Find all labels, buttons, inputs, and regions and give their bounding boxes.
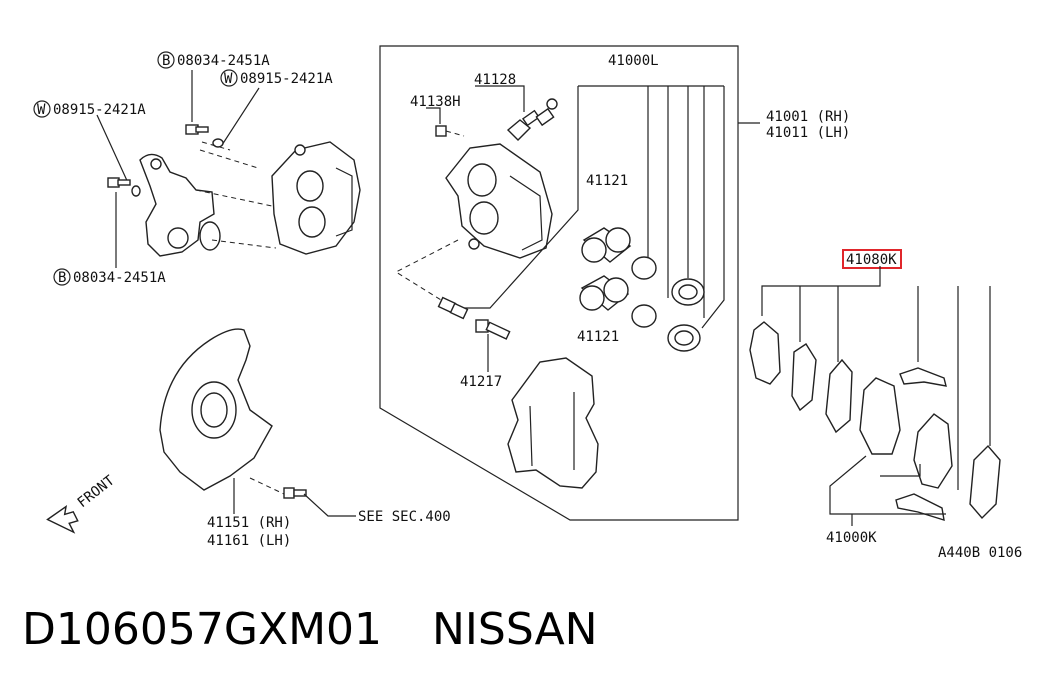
washer-marker: W (37, 102, 46, 118)
callout-b-bottom: B 08034-2451A (53, 268, 166, 286)
bleeder-cap-icon (535, 98, 558, 127)
front-label: FRONT (75, 472, 119, 511)
guide-pin-icon (475, 319, 511, 340)
torque-member-icon (507, 357, 599, 489)
callout-w-top: W 08915-2421A (220, 69, 333, 87)
label-41000k: 41000K (826, 530, 877, 546)
brand-name: NISSAN (432, 604, 598, 655)
assembly-guide-line (195, 141, 277, 249)
part-number-label: 08034-2451A (177, 53, 270, 69)
label-41217: 41217 (460, 374, 502, 390)
dust-shield-group (159, 328, 356, 517)
piston-seal-icon (631, 304, 657, 328)
piston-boot-icon (667, 324, 701, 352)
label-41138h: 41138H (410, 94, 461, 110)
highlight-box (842, 249, 902, 269)
pad-kit-group (749, 249, 1001, 526)
label-41121-top: 41121 (586, 173, 628, 189)
steering-knuckle-group (96, 70, 361, 268)
anti-squeal-shim-icon (969, 444, 1001, 520)
label-41128: 41128 (474, 72, 516, 88)
washer-marker: W (224, 71, 233, 87)
label-41121-bottom: 41121 (577, 329, 619, 345)
bolt-icon (283, 487, 307, 499)
pad-clip-icon (899, 367, 947, 387)
callout-w-left: W 08915-2421A (33, 100, 146, 118)
piston-seal-icon (631, 256, 657, 280)
bolt-icon (185, 124, 209, 135)
label-41000l: 41000L (608, 53, 659, 69)
pad-clip-icon (895, 493, 945, 522)
diagram-reference-code: A440B 0106 (938, 545, 1022, 561)
bolt-icon (107, 177, 131, 188)
bleeder-screw-icon (506, 109, 541, 141)
anti-squeal-shim-icon (749, 321, 781, 385)
part-number-label: 08034-2451A (73, 270, 166, 286)
knuckle-icon (139, 153, 215, 257)
part-number-label: 08915-2421A (53, 102, 146, 118)
piston-boot-icon (671, 278, 705, 306)
brake-pad-icon (859, 377, 901, 455)
brake-pad-icon (825, 358, 853, 434)
label-41151-rh: 41151 (RH) (207, 515, 291, 531)
label-41080k: 41080K (846, 252, 897, 268)
caliper-body-icon (445, 143, 553, 259)
slide-pin-icon (437, 296, 469, 320)
caliper-body-group (394, 85, 725, 489)
brake-pad-icon (913, 413, 953, 489)
bolt-icon (435, 125, 447, 137)
caliper-assembly-frame (379, 45, 739, 521)
see-section-link[interactable]: SEE SEC.400 (358, 509, 451, 525)
part-number-label: 08915-2421A (240, 71, 333, 87)
label-41011-lh: 41011 (LH) (766, 125, 850, 141)
label-41161-lh: 41161 (LH) (207, 533, 291, 549)
part-number-title: D106057GXM01 (22, 604, 382, 655)
front-direction-arrow: FRONT (46, 472, 119, 534)
piston-icon (581, 227, 632, 263)
label-41001-rh: 41001 (RH) (766, 109, 850, 125)
shim-icon (791, 343, 817, 412)
washer-icon (131, 185, 141, 197)
piston-icon (579, 275, 630, 311)
bolt-marker: B (162, 53, 170, 69)
bolt-marker: B (58, 270, 66, 286)
washer-icon (212, 138, 224, 148)
callout-b-top: B 08034-2451A (157, 51, 270, 69)
